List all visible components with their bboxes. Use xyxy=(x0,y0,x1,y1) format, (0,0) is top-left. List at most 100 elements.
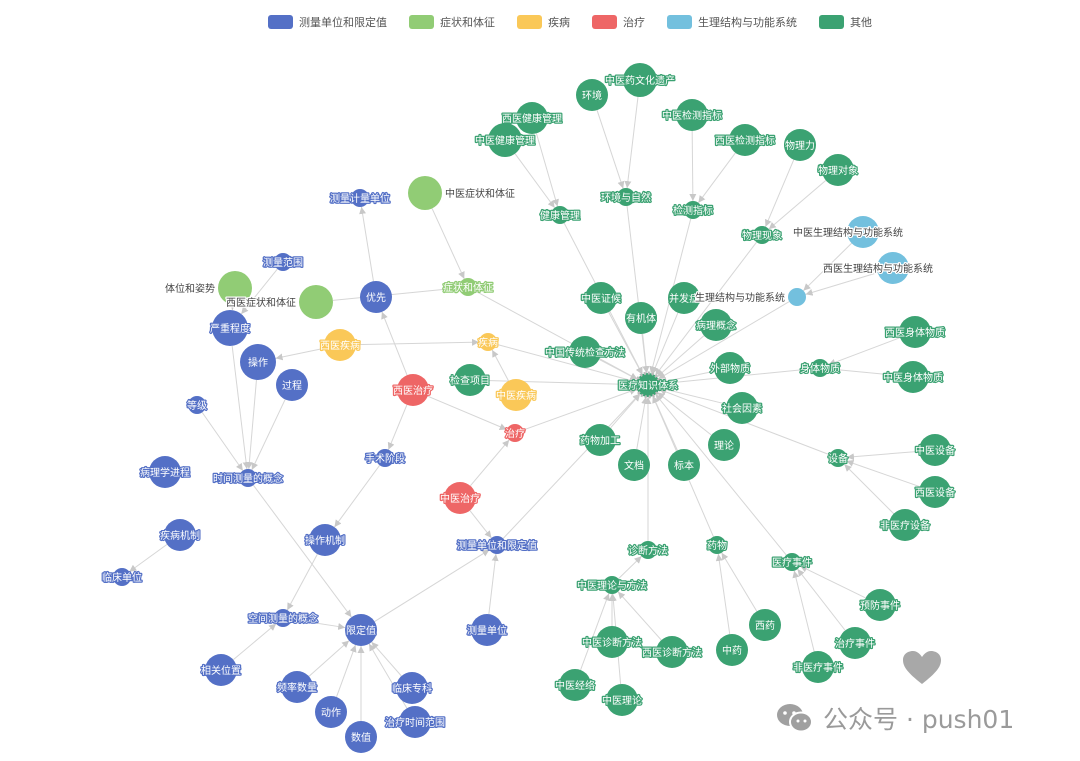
node-circle[interactable] xyxy=(488,123,522,157)
node-circle[interactable] xyxy=(399,706,431,738)
graph-node[interactable]: 中医药文化遗产 xyxy=(604,63,676,97)
graph-node[interactable]: 病理学进程 xyxy=(139,456,191,488)
graph-node[interactable]: 西医健康管理 xyxy=(501,102,563,134)
graph-node[interactable]: 优先 xyxy=(360,281,392,313)
node-circle[interactable] xyxy=(783,553,801,571)
graph-node[interactable]: 中医疾病 xyxy=(495,379,537,411)
graph-node[interactable]: 临床专科 xyxy=(391,672,433,704)
node-circle[interactable] xyxy=(408,176,442,210)
graph-node[interactable]: 测量单位和限定值 xyxy=(456,536,538,554)
node-circle[interactable] xyxy=(603,576,621,594)
node-circle[interactable] xyxy=(700,309,732,341)
graph-node[interactable]: 治疗 xyxy=(504,424,526,442)
node-circle[interactable] xyxy=(315,696,347,728)
graph-node[interactable]: 外部物质 xyxy=(709,352,751,384)
graph-node[interactable]: 西医症状和体征 xyxy=(225,285,333,319)
node-circle[interactable] xyxy=(309,524,341,556)
node-circle[interactable] xyxy=(488,536,506,554)
node-circle[interactable] xyxy=(454,364,486,396)
node-circle[interactable] xyxy=(634,371,662,399)
node-circle[interactable] xyxy=(625,302,657,334)
graph-node[interactable]: 文档 xyxy=(618,449,650,481)
graph-node[interactable]: 非医疗事件 xyxy=(792,651,844,683)
graph-node[interactable]: 西医疾病 xyxy=(319,329,361,361)
graph-node[interactable]: 中医检测指标 xyxy=(661,99,723,131)
graph-node[interactable]: 数值 xyxy=(345,721,377,753)
node-circle[interactable] xyxy=(459,278,477,296)
node-circle[interactable] xyxy=(919,434,951,466)
graph-node[interactable]: 中医经络 xyxy=(554,669,596,701)
node-circle[interactable] xyxy=(822,154,854,186)
node-circle[interactable] xyxy=(802,651,834,683)
graph-node[interactable]: 标本 xyxy=(668,449,700,481)
node-circle[interactable] xyxy=(188,396,206,414)
graph-node[interactable]: 过程 xyxy=(276,369,308,401)
graph-node[interactable]: 疾病机制 xyxy=(159,519,201,551)
graph-node[interactable]: 环境与自然 xyxy=(600,188,652,206)
graph-node[interactable]: 医疗事件 xyxy=(771,553,813,571)
node-circle[interactable] xyxy=(899,316,931,348)
node-circle[interactable] xyxy=(714,352,746,384)
node-circle[interactable] xyxy=(212,310,248,346)
node-circle[interactable] xyxy=(708,536,726,554)
graph-node[interactable]: 环境 xyxy=(576,79,608,111)
graph-node[interactable]: 频率数量 xyxy=(276,671,318,703)
node-circle[interactable] xyxy=(847,216,879,248)
graph-node[interactable]: 检测指标 xyxy=(672,201,714,219)
graph-node[interactable]: 时间测量的概念 xyxy=(212,469,284,487)
node-circle[interactable] xyxy=(516,102,548,134)
node-circle[interactable] xyxy=(668,282,700,314)
node-circle[interactable] xyxy=(753,226,771,244)
graph-node[interactable]: 物理对象 xyxy=(817,154,859,186)
node-circle[interactable] xyxy=(716,634,748,666)
node-circle[interactable] xyxy=(729,124,761,156)
node-circle[interactable] xyxy=(205,654,237,686)
graph-node[interactable]: 中医理论与方法 xyxy=(576,576,648,594)
graph-node[interactable]: 治疗时间范围 xyxy=(384,706,446,738)
node-circle[interactable] xyxy=(668,449,700,481)
node-circle[interactable] xyxy=(839,627,871,659)
graph-node[interactable]: 限定值 xyxy=(345,614,377,646)
node-circle[interactable] xyxy=(569,336,601,368)
legend-item[interactable]: 疾病 xyxy=(517,14,570,30)
graph-node[interactable]: 中医证候 xyxy=(580,282,622,314)
node-circle[interactable] xyxy=(506,424,524,442)
graph-node[interactable]: 检查项目 xyxy=(449,364,491,396)
node-circle[interactable] xyxy=(811,359,829,377)
graph-node[interactable]: 疾病 xyxy=(477,333,499,351)
graph-node[interactable]: 中医治疗 xyxy=(439,482,481,514)
graph-node[interactable]: 中医理论 xyxy=(601,684,643,716)
node-circle[interactable] xyxy=(877,252,909,284)
graph-node[interactable]: 等级 xyxy=(186,396,208,414)
node-circle[interactable] xyxy=(639,541,657,559)
graph-node[interactable]: 预防事件 xyxy=(859,589,901,621)
legend-item[interactable]: 治疗 xyxy=(592,14,645,30)
legend-item[interactable]: 生理结构与功能系统 xyxy=(667,14,797,30)
graph-node[interactable]: 身体物质 xyxy=(799,359,841,377)
node-circle[interactable] xyxy=(397,374,429,406)
graph-node[interactable]: 中医健康管理 xyxy=(474,123,536,157)
node-circle[interactable] xyxy=(276,369,308,401)
graph-node[interactable]: 西医设备 xyxy=(914,476,956,508)
graph-node[interactable]: 操作 xyxy=(240,344,276,380)
graph-node[interactable]: 物理力 xyxy=(784,129,816,161)
node-circle[interactable] xyxy=(617,188,635,206)
node-circle[interactable] xyxy=(471,614,503,646)
node-circle[interactable] xyxy=(113,568,131,586)
node-circle[interactable] xyxy=(240,344,276,380)
graph-node[interactable]: 中医设备 xyxy=(914,434,956,466)
node-circle[interactable] xyxy=(218,271,252,305)
graph-node[interactable]: 症状和体征 xyxy=(442,278,494,296)
graph-node[interactable]: 社会因素 xyxy=(721,392,763,424)
node-circle[interactable] xyxy=(676,99,708,131)
graph-node[interactable]: 测量计量单位 xyxy=(329,189,391,207)
graph-node[interactable]: 体位和姿势 xyxy=(164,271,252,305)
node-circle[interactable] xyxy=(623,63,657,97)
node-circle[interactable] xyxy=(889,509,921,541)
node-circle[interactable] xyxy=(500,379,532,411)
graph-node[interactable]: 中医身体物质 xyxy=(882,361,944,393)
graph-node[interactable]: 生理结构与功能系统 xyxy=(694,288,806,306)
node-circle[interactable] xyxy=(299,285,333,319)
graph-node[interactable]: 中医症状和体征 xyxy=(408,176,516,210)
